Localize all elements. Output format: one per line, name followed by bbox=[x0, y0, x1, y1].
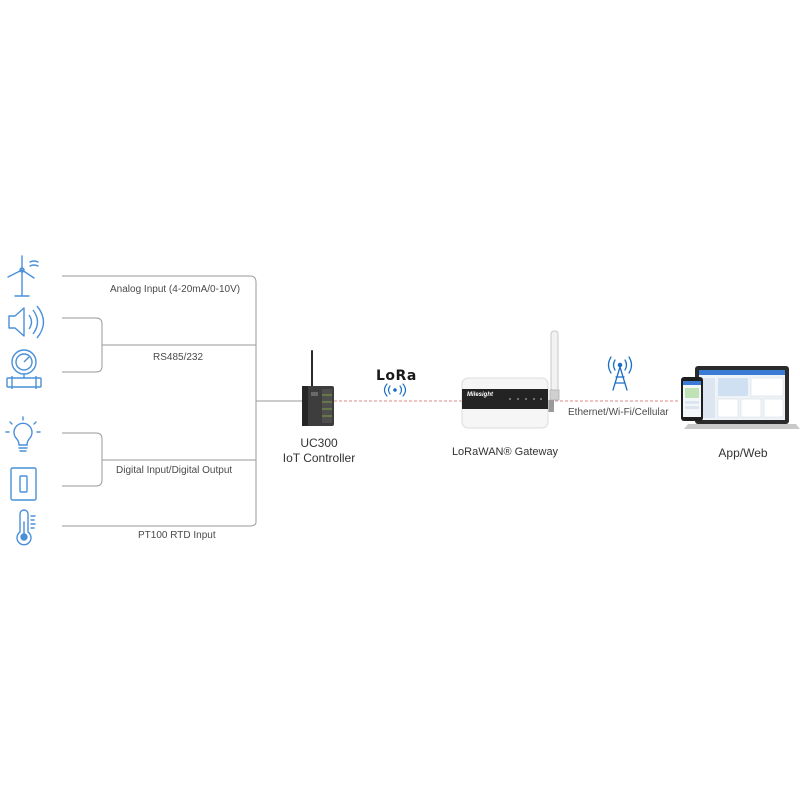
wall-switch-icon bbox=[10, 467, 37, 501]
gateway-label: LoRaWAN® Gateway bbox=[451, 446, 559, 458]
controller-model: UC300 bbox=[300, 436, 338, 450]
phone-icon bbox=[681, 377, 703, 421]
lorawan-gateway-device bbox=[461, 330, 560, 429]
pressure-gauge-icon bbox=[6, 349, 42, 389]
speaker-icon bbox=[8, 305, 45, 339]
analog-line bbox=[62, 275, 257, 527]
light-bulb-icon bbox=[5, 416, 41, 452]
cell-tower-icon bbox=[607, 356, 633, 391]
analog-input-label: Analog Input (4-20mA/0-10V) bbox=[110, 284, 241, 295]
rs485-label: RS485/232 bbox=[153, 352, 204, 363]
laptop-icon bbox=[684, 366, 800, 429]
thermometer-icon bbox=[16, 509, 36, 546]
gateway-antenna bbox=[550, 330, 559, 394]
digital-bracket bbox=[62, 432, 103, 487]
uc300-controller-device bbox=[302, 350, 334, 426]
gateway-brand: Milesight bbox=[467, 392, 494, 398]
lora-logo-text: LoRa bbox=[376, 368, 417, 384]
digital-io-label: Digital Input/Digital Output bbox=[116, 465, 233, 476]
wind-turbine-icon bbox=[7, 255, 39, 297]
backhaul-label: Ethernet/Wi-Fi/Cellular bbox=[568, 407, 669, 418]
app-web-label: App/Web bbox=[718, 446, 768, 460]
rs485-bracket bbox=[62, 317, 103, 373]
lora-wave-icon bbox=[383, 383, 407, 397]
controller-label: UC300 IoT Controller bbox=[268, 436, 370, 466]
input-wiring bbox=[62, 275, 302, 527]
pt100-label: PT100 RTD Input bbox=[138, 530, 216, 541]
controller-name: IoT Controller bbox=[282, 451, 356, 465]
